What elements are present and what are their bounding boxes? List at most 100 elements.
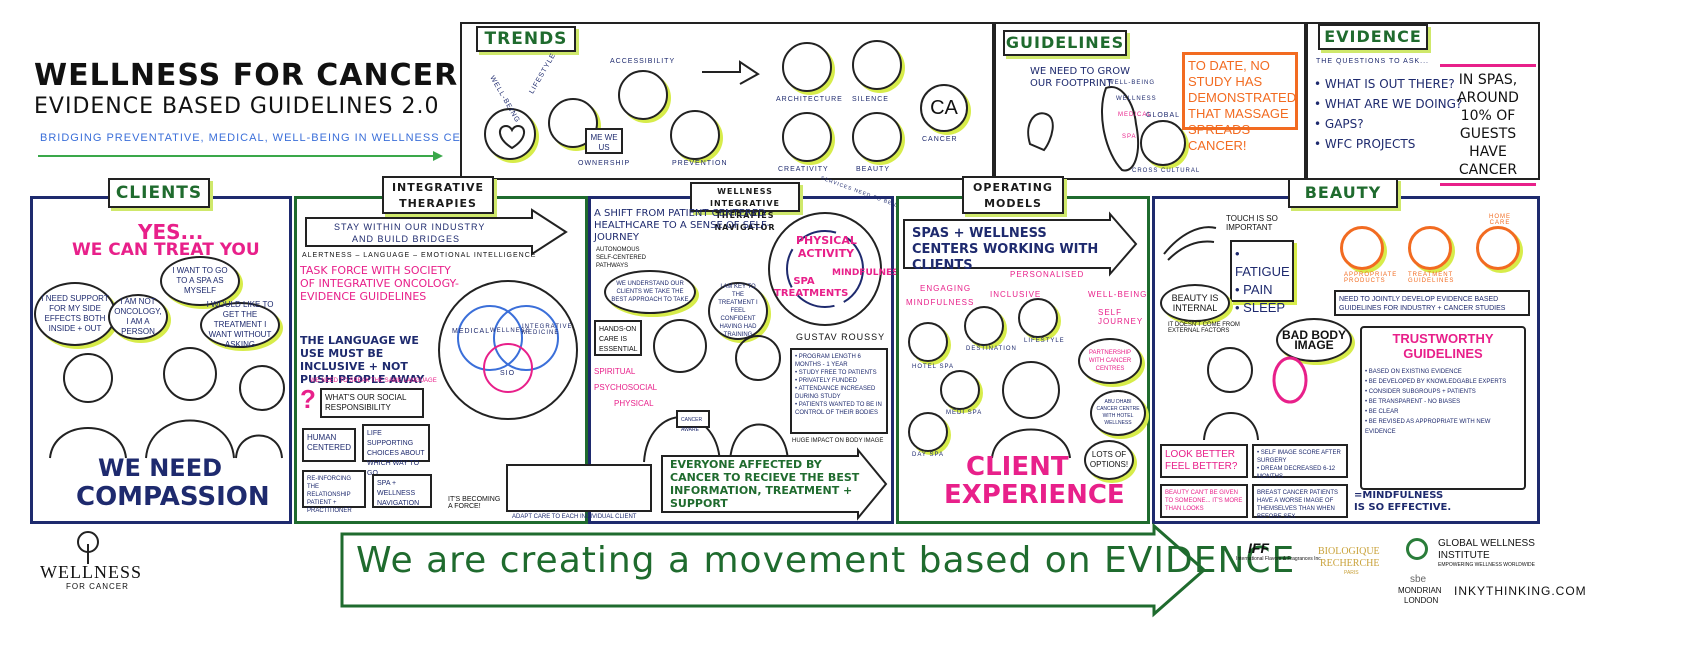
dimension-item: PHYSICAL [614, 399, 654, 408]
trust-item: • BE DEVELOPED BY KNOWLEDGABLE EXPERTS [1365, 379, 1507, 385]
cross-cultural-label: CROSS CULTURAL [1132, 168, 1201, 174]
trend-label: CREATIVITY [778, 166, 829, 173]
creativity-icon [782, 112, 832, 162]
venn-diagram [457, 305, 559, 393]
lifestyle-icon [1018, 298, 1058, 338]
trend-label: BEAUTY [856, 166, 891, 173]
trust-item: • BE TRANSPARENT - NO BIASES [1365, 399, 1461, 405]
movement-arrow-icon [340, 522, 1207, 618]
trends-arrow-icon [702, 60, 760, 85]
foot-label: MEDICAL [1118, 112, 1152, 118]
need-compassion-1: WE NEED [98, 454, 223, 482]
mirror-woman-illustration [1203, 347, 1308, 441]
symptoms-box: • FATIGUE • PAIN • SLEEP [1230, 240, 1294, 315]
hands-on-box: HANDS-ON CARE IS ESSENTIAL [594, 320, 642, 356]
guidelines-title: GUIDELINES [1003, 30, 1127, 56]
dimensions-list: SPIRITUAL PSYCHOSOCIAL PHYSICAL [594, 364, 657, 412]
gwi-logo-1: GLOBAL WELLNESS [1438, 538, 1535, 549]
sbe-logo: sbe [1410, 574, 1427, 585]
cycle-label: MINDFULNESS [832, 268, 905, 278]
understand-bubble: WE UNDERSTAND OUR CLIENTS WE TAKE THE BE… [604, 270, 696, 314]
program-item: • PROGRAM LENGTH 6 MONTHS - 1 YEAR [795, 354, 861, 368]
navigator-title: WELLNESS INTEGRATIVE THERAPIES NAVIGATOR [690, 182, 800, 232]
beauty-bottle-icon [852, 112, 902, 162]
op-word: PERSONALISED [1010, 270, 1085, 279]
person-icon [548, 98, 598, 148]
symptom-item: • SLEEP [1235, 300, 1286, 315]
operating-arrow-icon [903, 211, 1138, 277]
global-label: GLOBAL [1146, 112, 1181, 119]
alertness-text: ALERTNESS – LANGUAGE – EMOTIONAL INTELLI… [302, 252, 537, 259]
dimension-item: SPIRITUAL [594, 367, 636, 376]
shift-text: A SHIFT FROM PATIENT CENTERED HEALTHCARE… [594, 208, 771, 243]
mondrian-logo-1: MONDRIAN [1398, 586, 1442, 595]
people-illustration [49, 347, 285, 459]
foot-label: SPA [1122, 134, 1137, 140]
operating-title-1: OPERATING [973, 181, 1053, 194]
experience-text: EXPERIENCE [944, 480, 1125, 510]
building-icon [782, 42, 832, 92]
iff-sub: International Flavors & Fragrances Inc. [1236, 556, 1323, 562]
integrative-title-1: INTEGRATIVE [391, 181, 485, 194]
bridge-arrow-icon [305, 208, 568, 256]
globe-icon [1140, 120, 1186, 166]
accessibility-icon [618, 70, 668, 120]
beauty-icon-label: TREATMENT GUIDELINES [1408, 272, 1455, 284]
footer-logo-tree-icon [77, 531, 99, 564]
gwi-globe-icon [1406, 538, 1428, 560]
silence-icon [852, 40, 902, 90]
page-title: WELLNESS FOR CANCER [34, 58, 459, 93]
options-bubble: LOTS OF OPTIONS! [1084, 440, 1134, 480]
cancer-ca-icon: CA [920, 84, 968, 132]
page-subtitle: EVIDENCE BASED GUIDELINES 2.0 [34, 94, 440, 119]
destination-icon [964, 306, 1004, 346]
inky-credit: INKYTHINKING.COM [1454, 584, 1587, 598]
operating-title: OPERATING MODELS [962, 176, 1064, 214]
program-box: • PROGRAM LENGTH 6 MONTHS - 1 YEAR • STU… [790, 348, 888, 434]
program-item: • ATTENDANCE INCREASED DURING STUDY [795, 386, 876, 400]
adapt-care-text: ADAPT CARE TO EACH INDIVIDUAL CLIENT [512, 514, 637, 520]
external-text: IT DOESN'T COME FROM EXTERNAL FACTORS [1168, 322, 1240, 334]
task-force-text: TASK FORCE WITH SOCIETY OF INTEGRATIVE O… [300, 264, 459, 303]
evidence-title: EVIDENCE [1318, 24, 1428, 50]
spa-type: MEDI SPA [946, 410, 983, 416]
speech-bubble: I AM NOT ONCOLOGY, I AM A PERSON [108, 294, 168, 340]
question-item: • WFC PROJECTS [1314, 137, 1416, 151]
medi-spa-icon [940, 370, 980, 410]
bridge-text-2: AND BUILD BRIDGES [352, 234, 461, 244]
life-supporting-box: LIFE SUPPORTING CHOICES ABOUT WHICH WAY … [362, 424, 430, 477]
beauty-icon-label: HOME CARE [1489, 214, 1511, 226]
clients-title: CLIENTS [108, 178, 210, 208]
question-item: • GAPS? [1314, 117, 1364, 131]
self-image-item: • SELF IMAGE SCORE AFTER SURGERY [1257, 450, 1341, 464]
op-word: SELF JOURNEY [1098, 308, 1144, 326]
program-item: • PATIENTS WANTED TO BE IN CONTROL OF TH… [795, 402, 882, 416]
navigator-title-1: WELLNESS INTEGRATIVE [710, 187, 780, 208]
abu-dhabi-bubble: ABU DHABI CANCER CENTRE WITH HOTEL WELLN… [1090, 390, 1146, 436]
trust-item: • BE REVISED AS APPROPRIATE WITH NEW EVI… [1365, 419, 1491, 435]
same-language-text: WE NEED TO SPEAK THE SAME LANGUAGE [310, 378, 437, 384]
body-image-note: HUGE IMPACT ON BODY IMAGE [792, 438, 884, 444]
gustav-label: GUSTAV ROUSSY [796, 332, 886, 342]
trend-label: PREVENTION [672, 160, 728, 167]
beauty-icon-label: APPROPRIATE PRODUCTS [1344, 272, 1398, 284]
trend-label: SILENCE [852, 96, 889, 103]
partnership-bubble: PARTNERSHIP WITH CANCER CENTRES [1078, 338, 1142, 384]
operating-title-2: MODELS [984, 197, 1042, 210]
trends-title: TRENDS [476, 26, 576, 52]
op-word: MINDFULNESS [906, 298, 975, 307]
mindfulness-text: =MINDFULNESS IS SO EFFECTIVE. [1354, 490, 1452, 513]
trust-item: • CONSIDER SUBGROUPS + PATIENTS [1365, 389, 1476, 395]
questions-label: THE QUESTIONS TO ASK... [1316, 58, 1429, 65]
jointly-box: NEED TO JOINTLY DEVELOP EVIDENCE BASED G… [1334, 290, 1530, 316]
ca-text: CA [930, 96, 958, 119]
venn-label: MEDICAL [452, 328, 491, 335]
gwi-logo-3: EMPOWERING WELLNESS WORLDWIDE [1438, 562, 1535, 568]
footer-logo-text: WELLNESS [40, 562, 142, 582]
guest-stat: IN SPAS, AROUND 10% OF GUESTS HAVE CANCE… [1440, 64, 1536, 186]
foot-label: WELLNESS [1116, 96, 1157, 102]
foot-label: WELL-BEING [1108, 80, 1156, 86]
treatment-box-illustration [506, 464, 652, 512]
guidelines-doc-icon [1408, 226, 1452, 270]
trust-title: TRUSTWORTHY GUIDELINES [1392, 331, 1494, 361]
